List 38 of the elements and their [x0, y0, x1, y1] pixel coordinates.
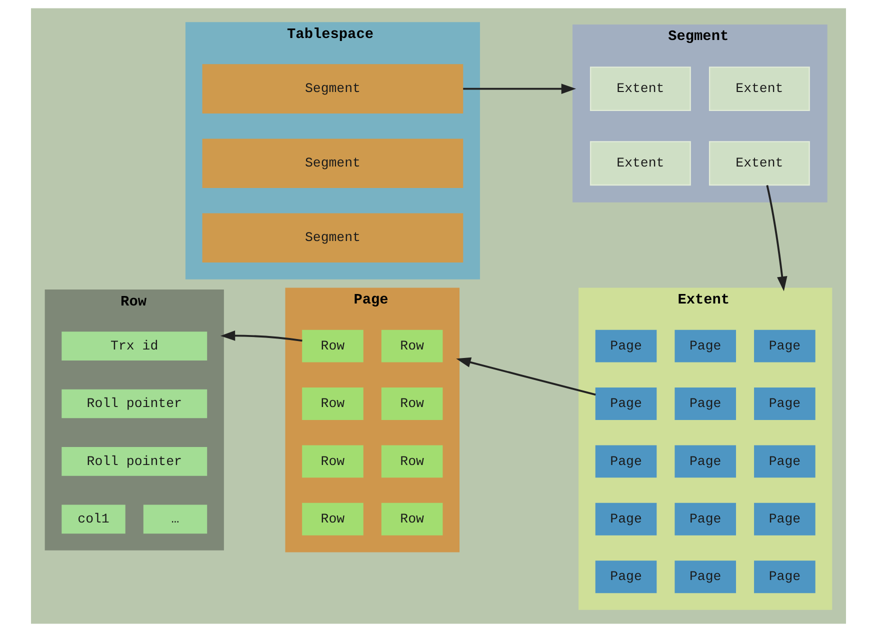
node-box: Row	[302, 388, 363, 420]
node-box: Page	[754, 330, 815, 362]
node-box: Page	[754, 445, 815, 478]
node-box: Row	[302, 330, 363, 362]
node-box: Row	[380, 445, 442, 478]
node-box: Row	[380, 330, 442, 362]
arrow	[462, 84, 576, 94]
node-box: Row	[380, 502, 442, 536]
node-box: Page	[594, 445, 656, 478]
node-box: Segment	[202, 138, 463, 188]
node-box: Page	[594, 560, 656, 594]
node-box: Roll pointer	[61, 389, 207, 418]
node-box: Page	[754, 502, 815, 536]
arrow	[766, 185, 787, 292]
node-box: Trx id	[61, 332, 207, 360]
node-box: Page	[594, 502, 656, 536]
node-box: Page	[594, 388, 656, 420]
node-box: Roll pointer	[61, 447, 207, 476]
arrow	[456, 357, 596, 396]
node-box: Extent	[589, 66, 690, 112]
node-box: Extent	[589, 141, 690, 186]
node-box: Page	[674, 388, 736, 420]
node-box: Extent	[708, 66, 810, 112]
node-box: Page	[754, 388, 815, 420]
node-box: Row	[302, 502, 363, 536]
node-box: Extent	[708, 141, 810, 186]
node-box: col1	[61, 504, 125, 534]
node-box: Row	[380, 388, 442, 420]
node-box: Page	[674, 445, 736, 478]
node-box: Segment	[202, 64, 463, 114]
node-box: Page	[594, 330, 656, 362]
node-box: Page	[754, 560, 815, 594]
node-box: Page	[674, 560, 736, 594]
node-box: Row	[302, 445, 363, 478]
node-box: Page	[674, 502, 736, 536]
node-box: Segment	[202, 213, 463, 262]
node-box: …	[142, 504, 207, 534]
node-box: Page	[674, 330, 736, 362]
